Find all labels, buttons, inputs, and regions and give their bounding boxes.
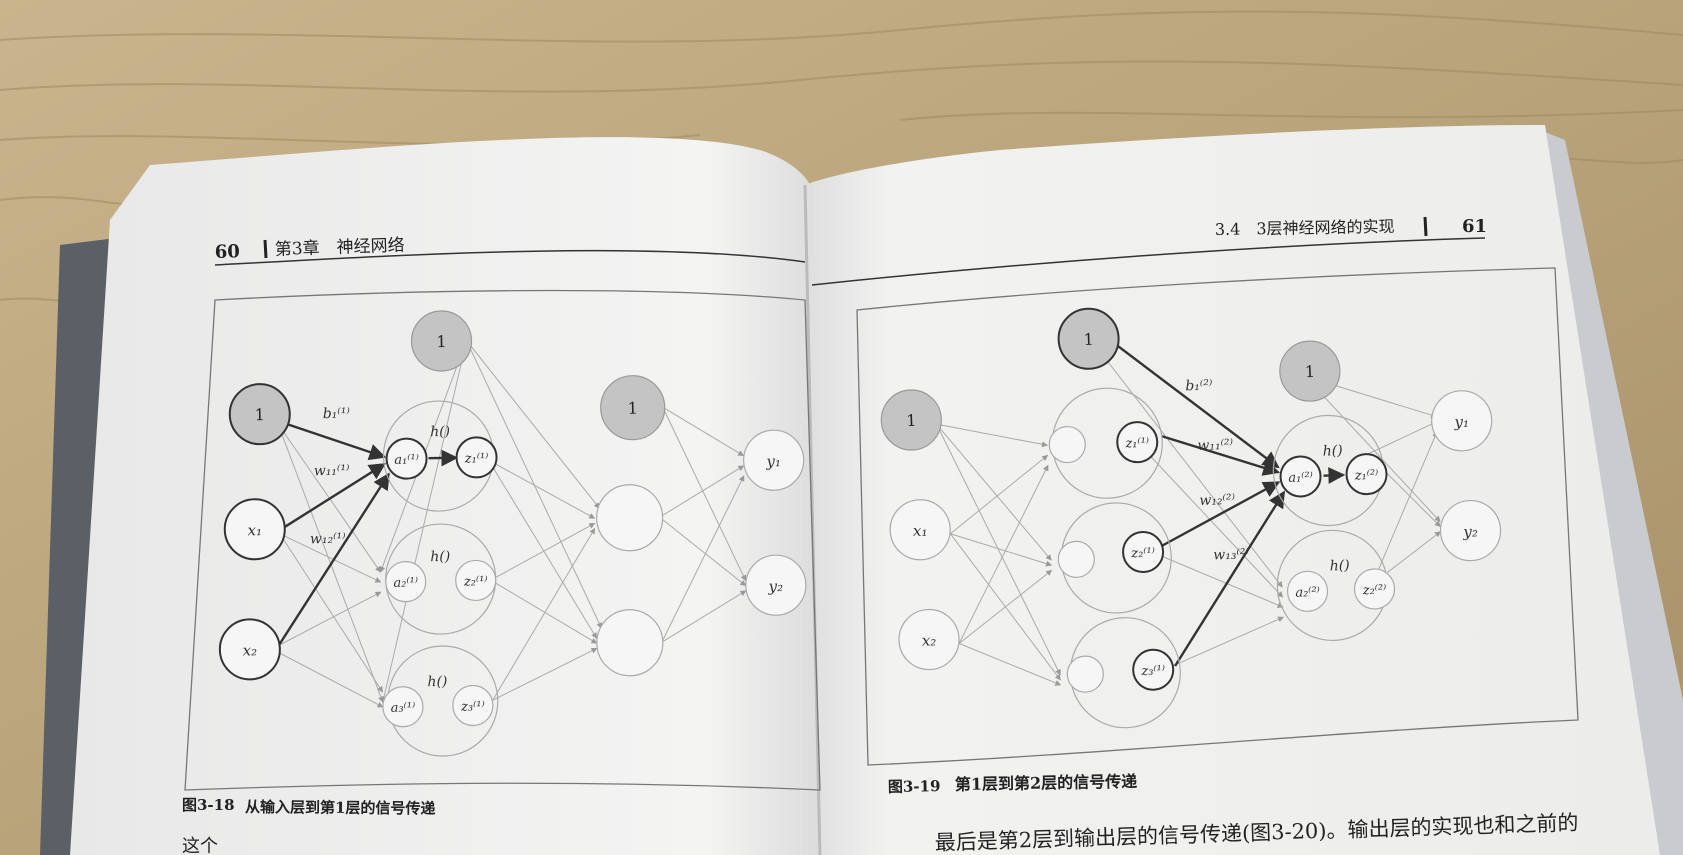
left-output-y2 <box>745 554 807 616</box>
left-caption-number: 图3-18 <box>182 796 235 814</box>
right-z1-node <box>1116 421 1159 464</box>
left-z3-label: z₃⁽¹⁾ <box>460 699 485 714</box>
left-z1-label: z₁⁽¹⁾ <box>464 451 489 466</box>
left-figure-frame <box>184 289 821 791</box>
left-z1-node <box>455 436 498 479</box>
right-input-x1-label: x₁ <box>913 522 928 540</box>
left-input-x1 <box>223 498 286 561</box>
right-h2-label: h() <box>1329 558 1349 575</box>
right-highlight-connections <box>1113 341 1346 667</box>
left-layer2-node-1 <box>596 484 664 552</box>
left-input-x1-label: x₁ <box>247 521 262 539</box>
right-bias-node <box>880 389 942 451</box>
left-page-number: 60 <box>214 241 240 263</box>
left-z3-node <box>452 684 494 727</box>
right-hidden-a1-node <box>1048 425 1086 464</box>
right-output-y1-label: y₁ <box>1453 413 1469 432</box>
left-bias-hidden-node <box>600 375 666 441</box>
right-weight-b-label: b₁⁽²⁾ <box>1185 377 1213 394</box>
left-a3-node <box>382 686 424 728</box>
left-header-rule <box>214 249 806 266</box>
left-bias-label: 1 <box>255 405 266 424</box>
right-output-y2 <box>1439 499 1502 562</box>
left-a1-node <box>385 437 428 480</box>
left-h1-label: h() <box>430 424 450 440</box>
right-input-x2-label: x₂ <box>921 631 936 649</box>
left-weight-b-label: b₁⁽¹⁾ <box>323 406 351 422</box>
right-hidden-a3-node <box>1066 655 1104 693</box>
left-h3-label: h() <box>427 674 447 690</box>
left-input-x2-label: x₂ <box>242 641 257 659</box>
left-network-diagram: 1 1 x₁ x₂ b₁⁽¹⁾ w₁₁⁽¹⁾ w₁₂⁽¹⁾ a₁⁽¹⁾ z₁⁽¹… <box>218 310 807 757</box>
right-output-y1 <box>1431 390 1493 452</box>
right-z22-label: z₂⁽²⁾ <box>1361 583 1386 599</box>
right-page <box>805 125 1660 855</box>
right-z22-node <box>1353 568 1396 610</box>
book-gutter <box>803 184 822 855</box>
right-bias-out-label: 1 <box>1304 362 1315 381</box>
left-a1-label: a₁⁽¹⁾ <box>394 452 419 467</box>
right-hidden-a2-node <box>1057 540 1095 578</box>
right-bias-out-node <box>1279 340 1341 402</box>
right-bias-top-node <box>1057 307 1120 370</box>
right-running-head: 3.4 3层神经网络的实现 <box>1215 217 1395 239</box>
left-input-x2 <box>218 618 281 681</box>
left-bias-top-label: 1 <box>436 332 447 351</box>
right-a21-node <box>1279 455 1322 498</box>
right-weight-w12-label: w₁₂⁽²⁾ <box>1199 492 1236 509</box>
right-h1-label: h() <box>1322 443 1342 460</box>
left-bottom-text: 这个 <box>182 836 218 855</box>
right-bias-label: 1 <box>906 411 917 430</box>
right-z3-label: z₃⁽¹⁾ <box>1140 663 1165 679</box>
left-page <box>70 137 820 855</box>
right-header-bar <box>1423 216 1428 237</box>
right-header-rule <box>811 237 1486 286</box>
left-h2-label: h() <box>430 549 450 565</box>
left-output-y1 <box>743 429 805 491</box>
right-a22-label: a₂⁽²⁾ <box>1295 585 1320 601</box>
left-bias-hidden-label: 1 <box>627 399 638 418</box>
left-caption-text: 从输入层到第1层的信号传递 <box>245 798 436 818</box>
right-a21-label: a₁⁽²⁾ <box>1288 470 1313 486</box>
right-z3-node <box>1132 648 1175 691</box>
right-weight-w13-label: w₁₃⁽²⁾ <box>1213 546 1250 563</box>
left-bias-top-node <box>410 310 473 372</box>
left-a2-label: a₂⁽¹⁾ <box>393 575 418 590</box>
right-output-y2-label: y₂ <box>1462 522 1478 541</box>
left-highlight-connections <box>278 422 459 645</box>
left-output-y2-label: y₂ <box>767 577 783 595</box>
book-cover-right <box>1540 130 1683 855</box>
right-input-x1 <box>889 499 951 561</box>
right-z1-label: z₁⁽¹⁾ <box>1124 436 1149 452</box>
left-output-y1-label: y₁ <box>765 452 781 470</box>
right-a22-node <box>1286 570 1329 612</box>
left-z2-node <box>455 559 497 602</box>
left-a2-node <box>385 561 427 603</box>
right-z2-node <box>1122 531 1165 574</box>
left-a3-label: a₃⁽¹⁾ <box>391 701 416 716</box>
right-z21-node <box>1345 453 1388 496</box>
right-page-number: 61 <box>1462 216 1487 237</box>
left-z2-label: z₂⁽¹⁾ <box>463 574 488 589</box>
right-weight-w11-label: w₁₁⁽²⁾ <box>1197 437 1234 454</box>
right-figure-frame <box>856 267 1579 766</box>
right-z21-label: z₁⁽²⁾ <box>1353 468 1378 484</box>
left-weight-w12-label: w₁₂⁽¹⁾ <box>310 531 347 548</box>
left-header-bar <box>263 239 268 259</box>
right-network-diagram: 1 x₁ x₂ z₁⁽¹⁾ z₂⁽¹⁾ z₃⁽¹⁾ 1 b₁⁽²⁾ w₁₁⁽²⁾… <box>880 307 1502 729</box>
right-caption-text: 第1层到第2层的信号传递 <box>955 772 1138 794</box>
right-bias-top-label: 1 <box>1083 330 1094 349</box>
right-z2-label: z₂⁽¹⁾ <box>1130 546 1155 562</box>
left-bias-node <box>228 383 291 446</box>
right-input-x2 <box>898 608 960 671</box>
left-weight-w11-label: w₁₁⁽¹⁾ <box>314 463 351 480</box>
wood-grain <box>0 10 1683 303</box>
right-caption-number: 图3-19 <box>888 777 941 796</box>
left-layer2-node-2 <box>596 609 664 677</box>
